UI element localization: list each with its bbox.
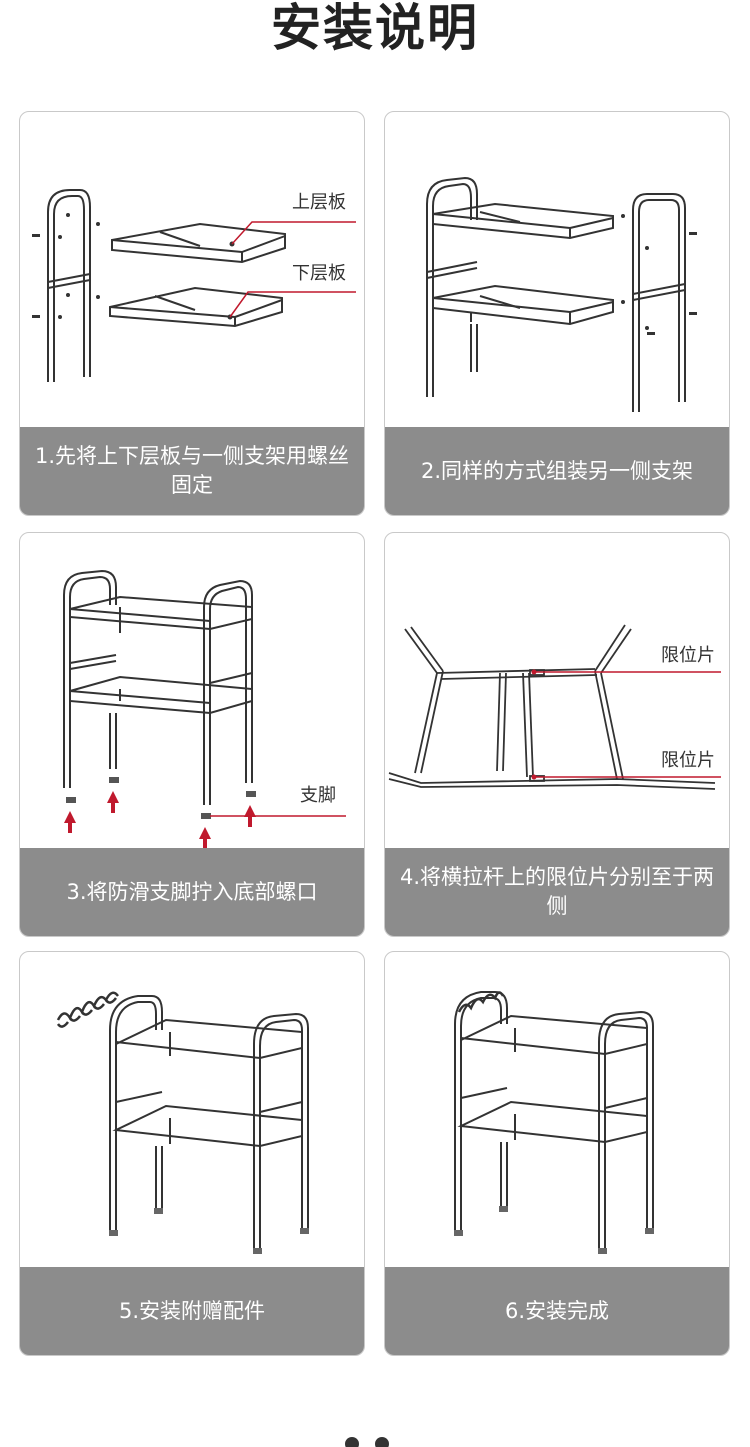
step-card-1: 上层板 下层板 1.先将上下层板与一侧支架用螺丝固定 (19, 111, 365, 516)
page-title: 安装说明 (271, 0, 479, 57)
label-upper-shelf: 上层板 (292, 192, 346, 213)
step-card-4: 限位片 限位片 4.将横拉杆上的限位片分别至于两侧 (384, 532, 730, 937)
step-caption-2: 2.同样的方式组装另一侧支架 (385, 427, 729, 515)
step-3-illustration (63, 569, 346, 849)
step-caption-1: 1.先将上下层板与一侧支架用螺丝固定 (20, 427, 364, 515)
label-feet: 支脚 (300, 785, 336, 806)
step-caption-4: 4.将横拉杆上的限位片分别至于两侧 (385, 848, 729, 936)
label-lower-shelf: 下层板 (292, 263, 346, 284)
step-card-6: 6.安装完成 (384, 951, 730, 1356)
step-4-illustration (388, 624, 721, 790)
decorative-dots (345, 1437, 389, 1447)
step-2-illustration (426, 176, 697, 412)
step-caption-3: 3.将防滑支脚拧入底部螺口 (20, 848, 364, 936)
step-card-3: 支脚 3.将防滑支脚拧入底部螺口 (19, 532, 365, 937)
step-6-illustration (454, 991, 654, 1254)
step-card-2: 2.同样的方式组装另一侧支架 (384, 111, 730, 516)
step-caption-6: 6.安装完成 (385, 1267, 729, 1355)
step-caption-5: 5.安装附赠配件 (20, 1267, 364, 1355)
step-1-illustration (32, 189, 356, 382)
label-limit-piece-bottom: 限位片 (661, 750, 715, 771)
step-card-5: 5.安装附赠配件 (19, 951, 365, 1356)
step-5-illustration (56, 991, 309, 1254)
label-limit-piece-top: 限位片 (661, 645, 715, 666)
